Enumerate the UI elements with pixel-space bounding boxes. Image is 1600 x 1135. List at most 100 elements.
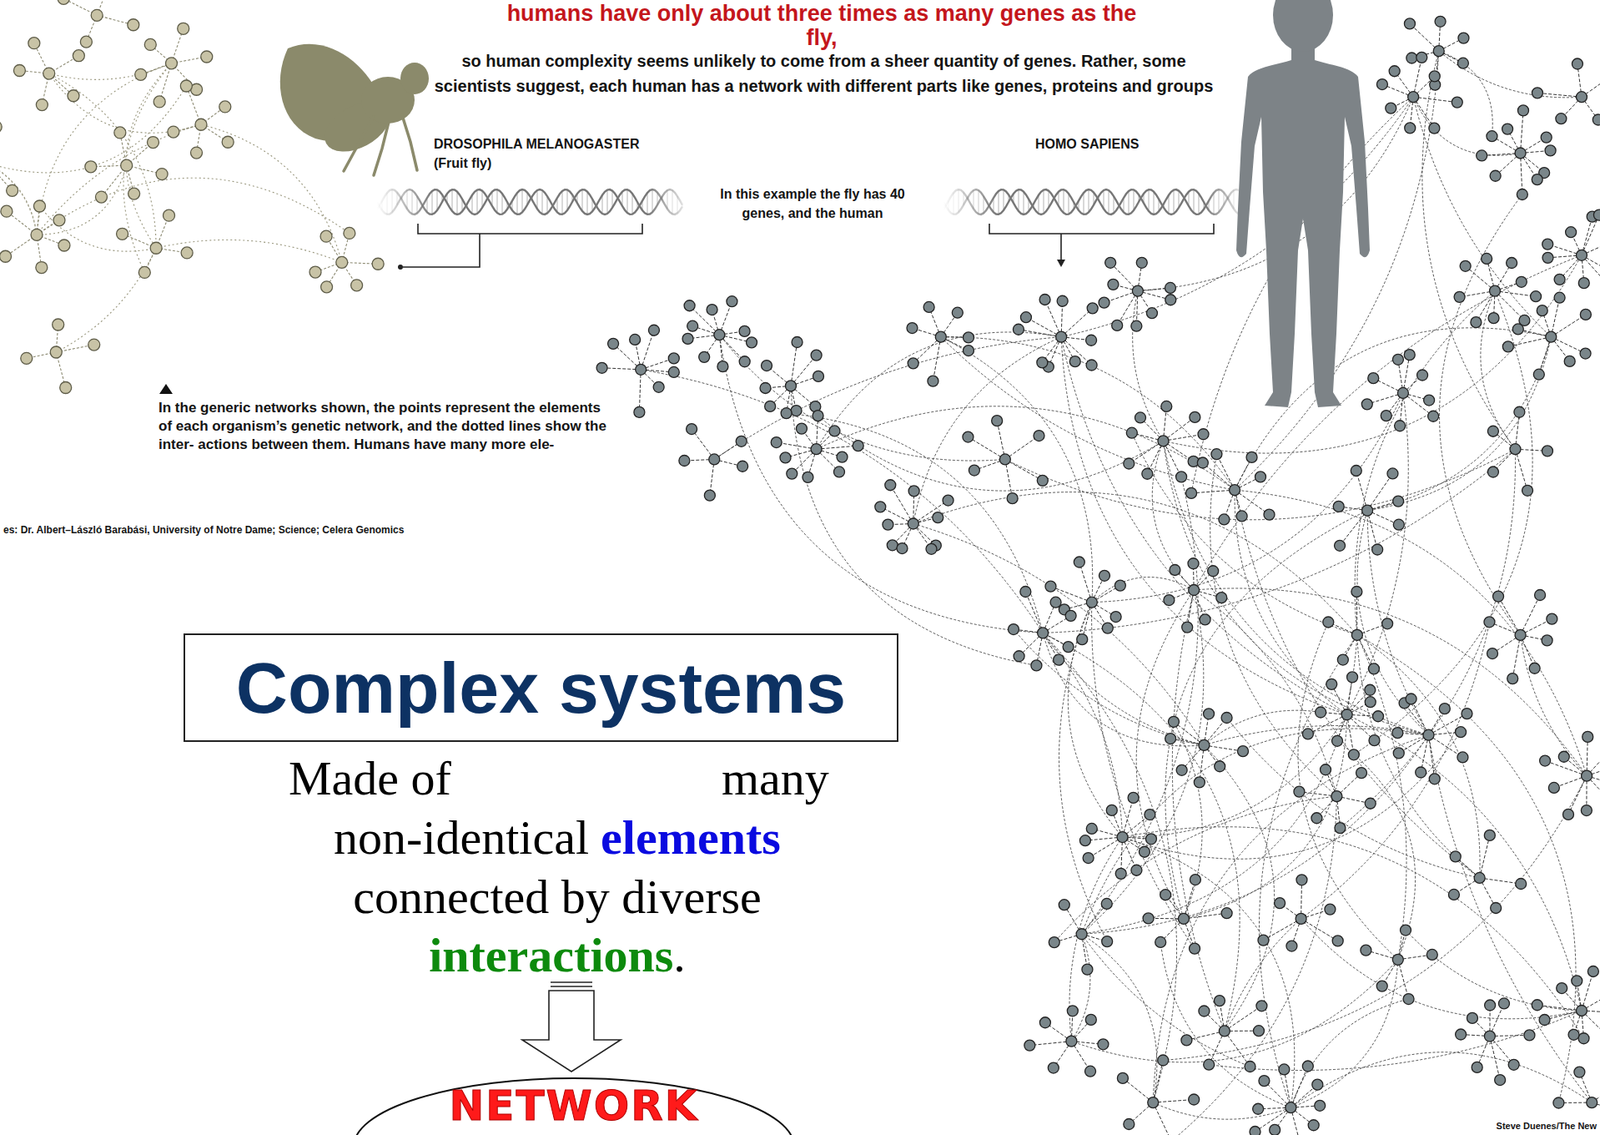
network-element <box>1542 251 1554 263</box>
interaction-line <box>1122 836 1295 1107</box>
helix-rung <box>953 192 955 215</box>
network-element <box>1214 760 1226 772</box>
network-element <box>138 266 151 278</box>
network-element <box>1586 1096 1598 1108</box>
network-element <box>1116 831 1128 843</box>
network-element <box>53 214 66 227</box>
network-element <box>1541 445 1553 457</box>
helix-rung <box>652 189 654 212</box>
interaction-line <box>719 334 1043 633</box>
network-element <box>1507 673 1519 685</box>
network-element <box>146 136 159 149</box>
helix-rung <box>677 196 679 213</box>
interaction-line <box>1347 714 1354 755</box>
network-element <box>1393 747 1404 759</box>
helix-rung <box>682 205 684 207</box>
interaction-line <box>1216 453 1235 490</box>
network-element <box>33 200 46 212</box>
interaction-line <box>1203 744 1274 1032</box>
network-element <box>163 209 176 222</box>
network-element <box>1296 874 1308 886</box>
network-element <box>1498 997 1510 1009</box>
interaction-line <box>790 385 1037 665</box>
interaction-line <box>719 334 1006 461</box>
helix-rung <box>958 189 960 212</box>
network-element <box>907 357 919 369</box>
network-element <box>1582 730 1594 742</box>
network-element <box>1111 319 1123 331</box>
network-element <box>20 352 33 364</box>
interaction-line <box>1301 918 1582 1019</box>
network-element <box>1132 285 1143 297</box>
network-element <box>1517 105 1529 116</box>
network-element <box>1216 592 1228 604</box>
interaction-line <box>1290 1051 1592 1107</box>
fly-leg <box>402 115 418 171</box>
text-slot: es: Dr. Albert–László Barabási, Universi… <box>3 523 404 537</box>
network-element <box>1069 356 1081 368</box>
interaction-line <box>1005 458 1043 480</box>
interaction-line <box>638 369 641 413</box>
human-bracket <box>989 223 1214 234</box>
network-element <box>1509 443 1521 455</box>
network-element <box>927 375 939 387</box>
network-element <box>1181 1034 1193 1046</box>
network-element <box>1337 654 1349 665</box>
interaction-line <box>1208 1010 1582 1071</box>
helix-rung <box>582 189 584 212</box>
network-element <box>1142 467 1153 479</box>
network-element <box>668 352 680 364</box>
network-element <box>1548 781 1560 793</box>
interaction-line <box>776 442 817 449</box>
network-element <box>1575 1004 1587 1016</box>
network-element <box>1471 1061 1483 1072</box>
interaction-line <box>0 163 37 236</box>
dna-helix <box>377 189 683 215</box>
helix-rung <box>1198 193 1200 215</box>
network-element <box>1332 935 1344 946</box>
network-element <box>1531 174 1543 186</box>
network-element <box>88 338 101 351</box>
network-element <box>1076 928 1087 940</box>
network-element <box>635 363 647 375</box>
network-element <box>52 318 65 331</box>
network-element <box>1116 1071 1128 1083</box>
definition-text: . <box>673 925 686 985</box>
interaction-line <box>1290 959 1398 1107</box>
network-element <box>1308 1119 1319 1131</box>
network-element <box>1311 812 1323 824</box>
network-element <box>810 349 822 361</box>
helix-rung <box>1063 189 1065 213</box>
fly-leg <box>373 121 389 176</box>
interaction-line <box>1298 622 1399 960</box>
network-element <box>1249 1126 1261 1135</box>
network-element <box>1131 320 1143 332</box>
network-element <box>1285 1101 1297 1113</box>
network-element <box>1101 935 1113 947</box>
interaction-line <box>816 332 1062 449</box>
fly-leg <box>343 116 374 172</box>
interaction-line <box>1191 489 1235 494</box>
text-slot: HOMO SAPIENS <box>1035 135 1139 153</box>
interaction-line <box>790 342 798 386</box>
network-element <box>1515 877 1527 889</box>
helix-rung <box>452 189 453 212</box>
interaction-line <box>0 163 37 236</box>
network-element <box>1397 387 1409 398</box>
network-element <box>1490 901 1502 913</box>
helix-rung <box>547 196 549 213</box>
network-element <box>1347 671 1359 683</box>
network-element <box>726 296 738 307</box>
network-element <box>1368 663 1379 675</box>
species-label: (Fruit fly) <box>433 155 492 172</box>
helix-rung <box>522 189 524 212</box>
network-element <box>1320 764 1332 775</box>
network-element <box>1302 728 1314 740</box>
network-element <box>875 501 886 513</box>
network-element <box>1236 510 1248 522</box>
network-element <box>1531 87 1543 99</box>
network-element <box>116 227 129 240</box>
helix-rung <box>667 190 669 209</box>
network-element <box>1302 1060 1314 1072</box>
